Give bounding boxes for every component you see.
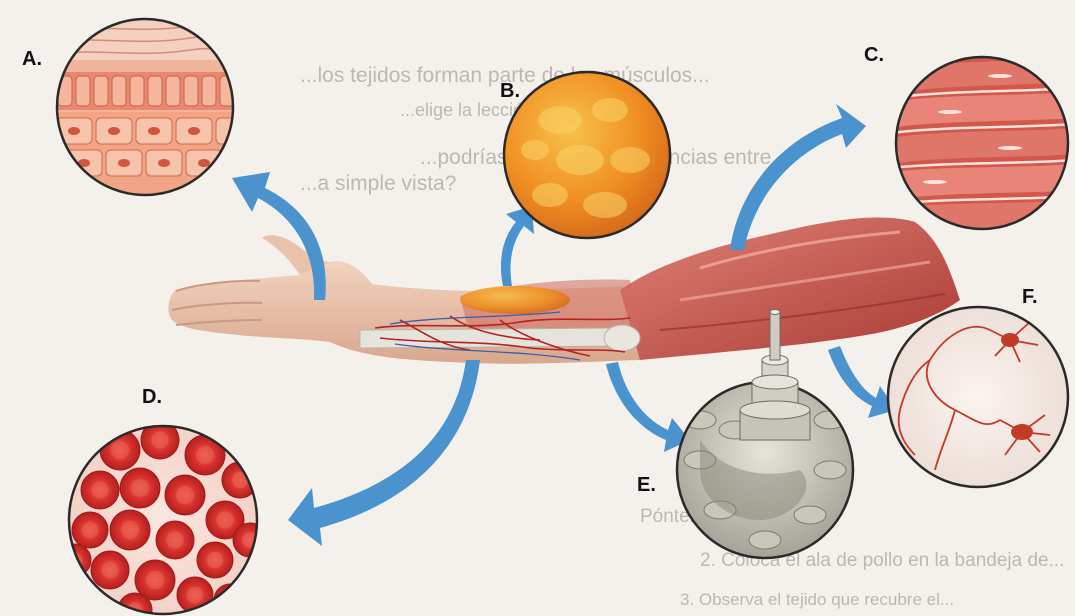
label-c: C. bbox=[864, 44, 884, 67]
label-f: F. bbox=[1022, 286, 1038, 309]
red-blood-cell-center bbox=[187, 587, 203, 603]
red-blood-cell-center bbox=[151, 431, 168, 448]
tissue-circle-c bbox=[890, 57, 1075, 230]
arrow-to-f bbox=[828, 346, 896, 418]
red-blood-cell-center bbox=[166, 531, 183, 548]
red-blood-cell-center bbox=[223, 593, 237, 607]
tissue-circle-b bbox=[504, 72, 670, 238]
label-d: D. bbox=[142, 386, 162, 409]
tissue-circle-a bbox=[50, 15, 252, 202]
arrow-to-d bbox=[288, 360, 480, 546]
red-blood-cell-center bbox=[111, 441, 129, 459]
red-blood-cell-center bbox=[82, 522, 98, 538]
red-blood-cell bbox=[214, 584, 246, 616]
red-blood-cell-center bbox=[121, 521, 139, 539]
red-blood-cell-center bbox=[207, 552, 223, 568]
red-blood-cell-center bbox=[131, 479, 149, 497]
red-blood-cell-center bbox=[216, 511, 233, 528]
forearm-fat-patch bbox=[460, 286, 570, 314]
label-b: B. bbox=[500, 80, 520, 103]
tissue-circle-f bbox=[888, 307, 1068, 487]
arrow-to-b bbox=[501, 206, 534, 286]
red-blood-cell bbox=[59, 544, 91, 576]
red-blood-cell-center bbox=[146, 571, 164, 589]
arrow-to-e bbox=[606, 362, 690, 452]
red-blood-cell-center bbox=[101, 561, 118, 578]
tissue-circle-d bbox=[59, 421, 267, 616]
label-e: E. bbox=[637, 474, 656, 497]
red-blood-cell-center bbox=[196, 446, 214, 464]
red-blood-cell-center bbox=[176, 486, 194, 504]
arm-illustration bbox=[168, 217, 960, 363]
label-a: A. bbox=[22, 48, 42, 71]
red-blood-cell-center bbox=[91, 481, 108, 498]
